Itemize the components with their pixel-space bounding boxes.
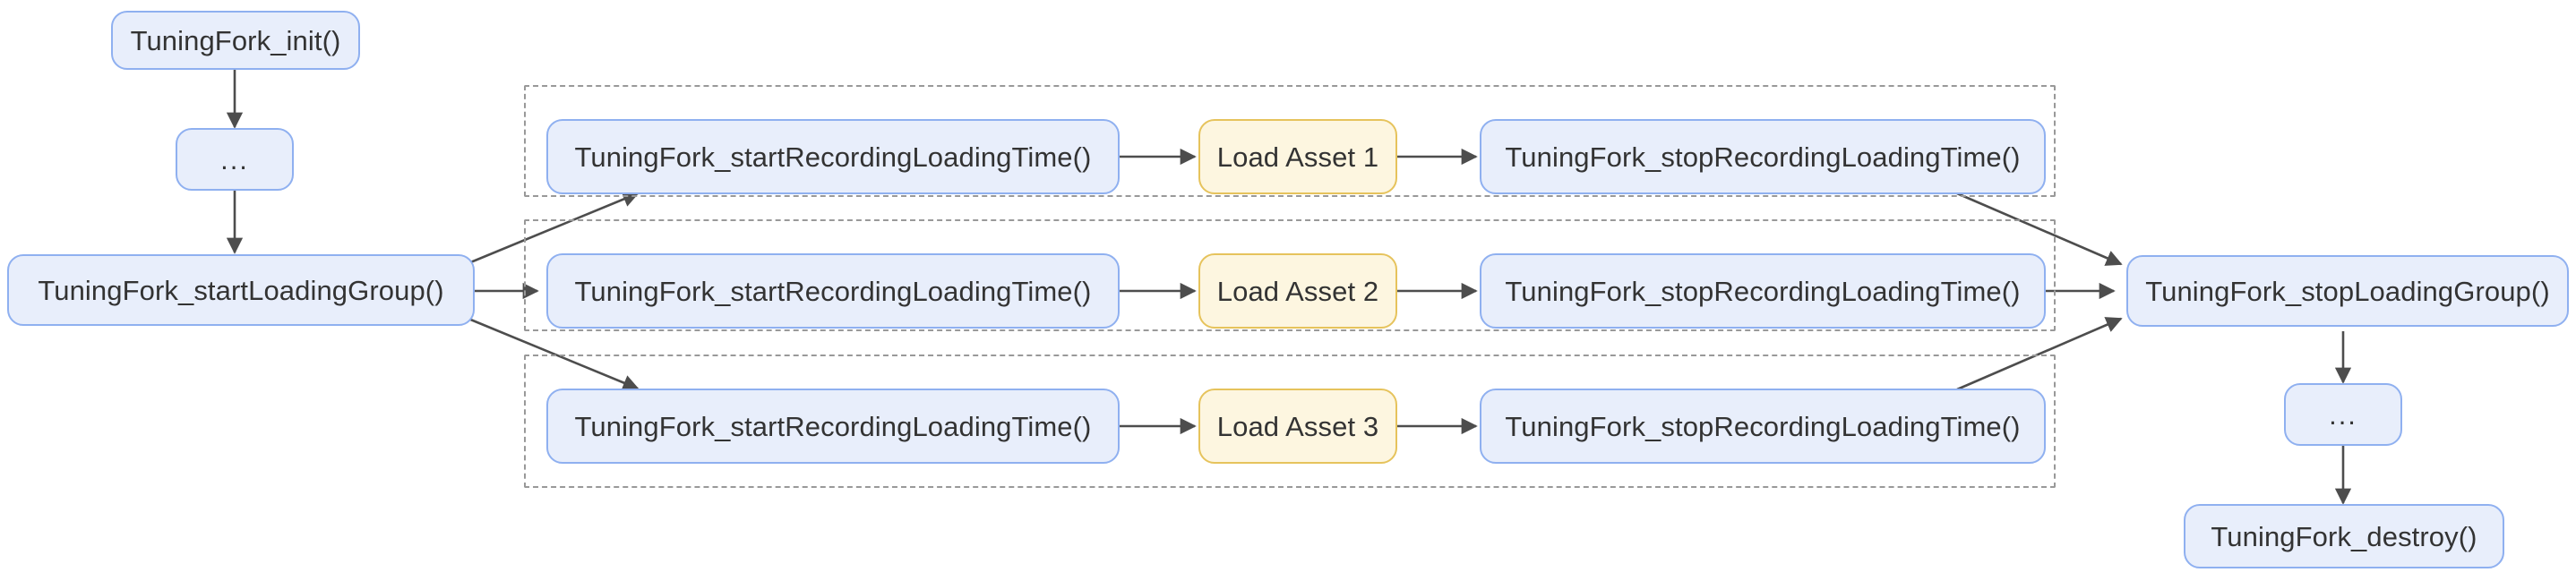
node-label: Load Asset 1 <box>1216 141 1379 173</box>
node-label: Load Asset 2 <box>1216 275 1379 307</box>
node-label: Load Asset 3 <box>1216 410 1379 442</box>
row-1-load-asset-node[interactable]: Load Asset 1 <box>1198 119 1397 194</box>
row-2-stop-recording-node[interactable]: TuningFork_stopRecordingLoadingTime() <box>1480 253 2046 329</box>
node-ellipsis-bottom[interactable]: ... <box>2284 383 2402 446</box>
node-tuningfork-init[interactable]: TuningFork_init() <box>111 11 360 70</box>
node-start-loading-group[interactable]: TuningFork_startLoadingGroup() <box>7 254 475 326</box>
node-label: TuningFork_startLoadingGroup() <box>38 274 444 306</box>
row-2-start-recording-node[interactable]: TuningFork_startRecordingLoadingTime() <box>546 253 1120 329</box>
node-label: TuningFork_startRecordingLoadingTime() <box>574 410 1092 442</box>
row-1-stop-recording-node[interactable]: TuningFork_stopRecordingLoadingTime() <box>1480 119 2046 194</box>
row-2-load-asset-node[interactable]: Load Asset 2 <box>1198 253 1397 329</box>
node-stop-loading-group[interactable]: TuningFork_stopLoadingGroup() <box>2126 255 2569 327</box>
node-label: TuningFork_startRecordingLoadingTime() <box>574 141 1092 173</box>
subgraph-row-1 <box>524 85 2056 197</box>
node-ellipsis-top[interactable]: ... <box>176 128 294 191</box>
node-label: TuningFork_destroy() <box>2211 520 2477 552</box>
row-1-start-recording-node[interactable]: TuningFork_startRecordingLoadingTime() <box>546 119 1120 194</box>
node-tuningfork-destroy[interactable]: TuningFork_destroy() <box>2184 504 2504 568</box>
row-3-load-asset-node[interactable]: Load Asset 3 <box>1198 389 1397 464</box>
node-label: TuningFork_stopRecordingLoadingTime() <box>1505 141 2021 173</box>
subgraph-row-3 <box>524 355 2056 488</box>
node-label: ... <box>2329 398 2357 431</box>
subgraph-row-2 <box>524 219 2056 331</box>
row-3-start-recording-node[interactable]: TuningFork_startRecordingLoadingTime() <box>546 389 1120 464</box>
node-label: TuningFork_stopRecordingLoadingTime() <box>1505 410 2021 442</box>
node-label: TuningFork_stopRecordingLoadingTime() <box>1505 275 2021 307</box>
node-label: TuningFork_stopLoadingGroup() <box>2145 275 2550 307</box>
node-label: ... <box>220 143 249 175</box>
node-label: TuningFork_startRecordingLoadingTime() <box>574 275 1092 307</box>
row-3-stop-recording-node[interactable]: TuningFork_stopRecordingLoadingTime() <box>1480 389 2046 464</box>
node-label: TuningFork_init() <box>130 24 341 56</box>
